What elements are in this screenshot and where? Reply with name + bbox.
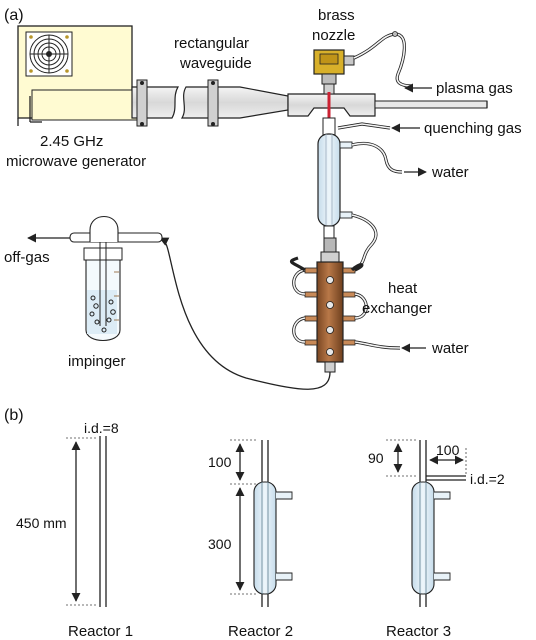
label-heat-exchanger-1: heat <box>388 280 418 297</box>
reactor2-name: Reactor 2 <box>228 623 293 640</box>
quenching-gas-inlet <box>338 124 420 128</box>
microwave-generator <box>18 26 140 126</box>
water-tubing-top <box>352 143 426 270</box>
panel-b-label: (b) <box>4 407 24 424</box>
label-heat-exchanger-2: exchanger <box>362 300 432 317</box>
label-water-bottom: water <box>431 340 469 357</box>
label-brass-nozzle-1: brass <box>318 7 355 24</box>
label-water-top: water <box>431 164 469 181</box>
label-quenching-gas: quenching gas <box>424 120 522 137</box>
glass-reactor <box>318 118 352 240</box>
reactor1-name: Reactor 1 <box>68 623 133 640</box>
label-generator-2: microwave generator <box>6 153 146 170</box>
reactor-1: i.d.=8 450 mm Reactor 1 <box>16 420 133 640</box>
brass-nozzle <box>314 50 354 94</box>
label-generator-1: 2.45 GHz <box>40 133 103 150</box>
reactor2-top-label: 100 <box>208 454 232 470</box>
panel-a-label: (a) <box>4 7 24 24</box>
reactor2-jacket-label: 300 <box>208 536 232 552</box>
reactor3-id-label: i.d.=2 <box>470 471 505 487</box>
label-waveguide-2: waveguide <box>179 55 252 72</box>
reactor1-id-label: i.d.=8 <box>84 420 119 436</box>
reactor-2: 100 300 Reactor 2 <box>208 440 293 640</box>
reactor-3: 90 100 i.d.=2 Reactor 3 <box>368 440 505 640</box>
plasma-gas-tubing <box>354 32 432 89</box>
outlet-tubing <box>160 238 330 389</box>
reactor3-top-label: 90 <box>368 450 384 466</box>
label-off-gas: off-gas <box>4 249 50 266</box>
label-brass-nozzle-2: nozzle <box>312 27 355 44</box>
reactor3-name: Reactor 3 <box>386 623 451 640</box>
fan-icon <box>26 32 72 76</box>
reactor1-length-label: 450 mm <box>16 515 67 531</box>
reactor3-side-label: 100 <box>436 442 460 458</box>
impinger <box>28 217 162 341</box>
label-impinger: impinger <box>68 353 126 370</box>
label-waveguide-1: rectangular <box>174 35 249 52</box>
label-plasma-gas: plasma gas <box>436 80 513 97</box>
